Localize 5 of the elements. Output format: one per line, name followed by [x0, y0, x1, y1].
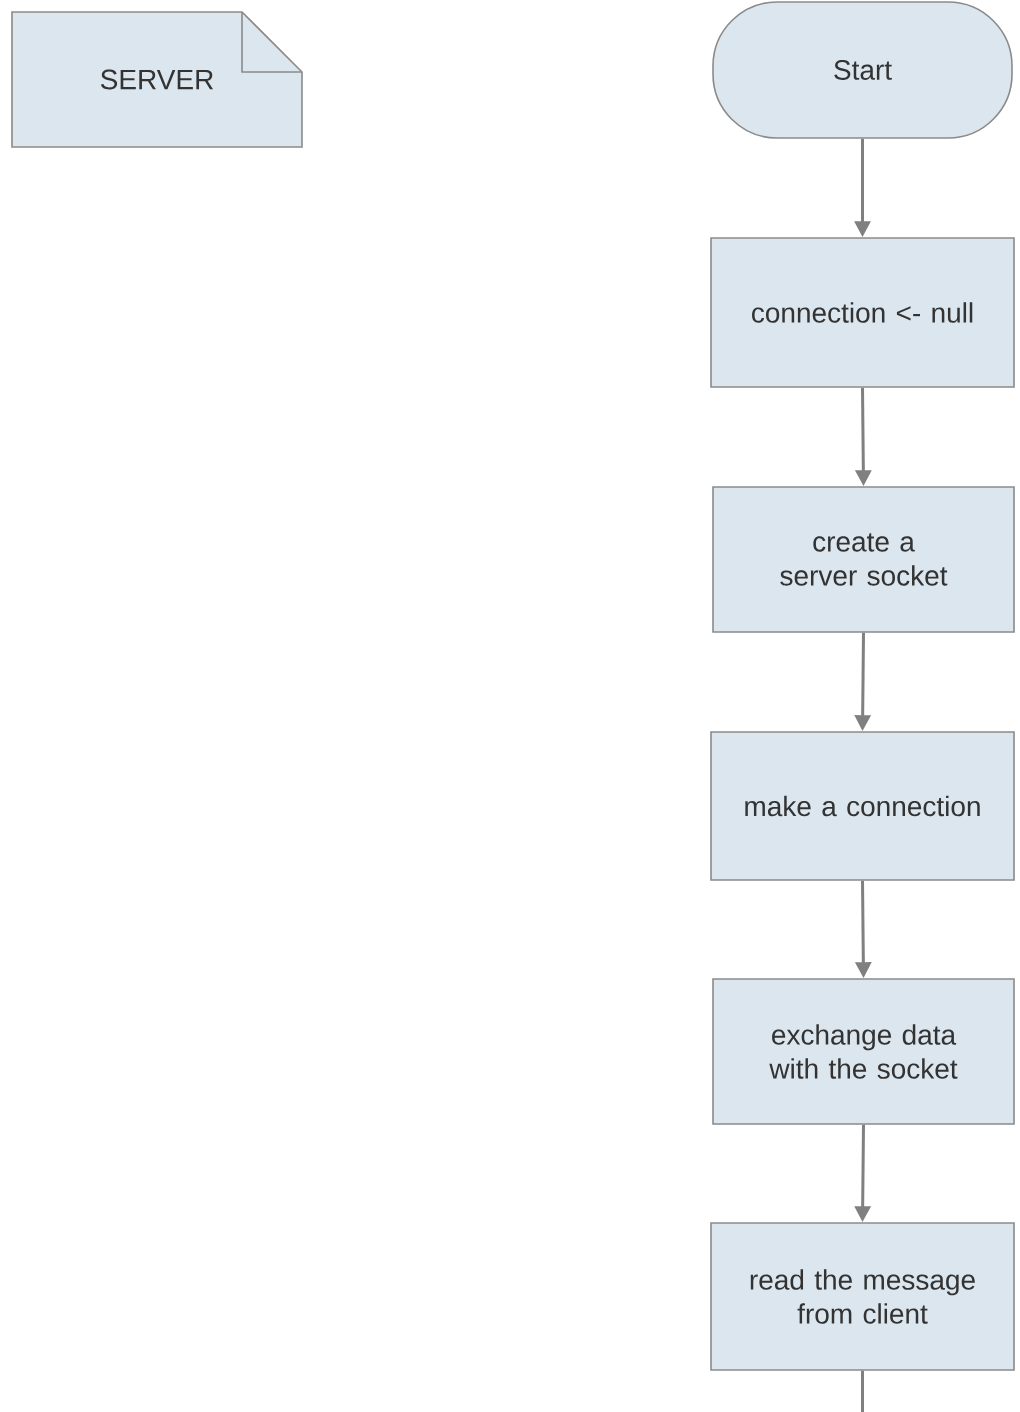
process-box: create a server socket	[712, 486, 1015, 633]
process-box: exchange data with the socket	[712, 978, 1015, 1125]
process-box: read the message from client	[710, 1222, 1015, 1371]
process-box: make a connection	[710, 731, 1015, 881]
process-box: connection <- null	[710, 237, 1015, 388]
